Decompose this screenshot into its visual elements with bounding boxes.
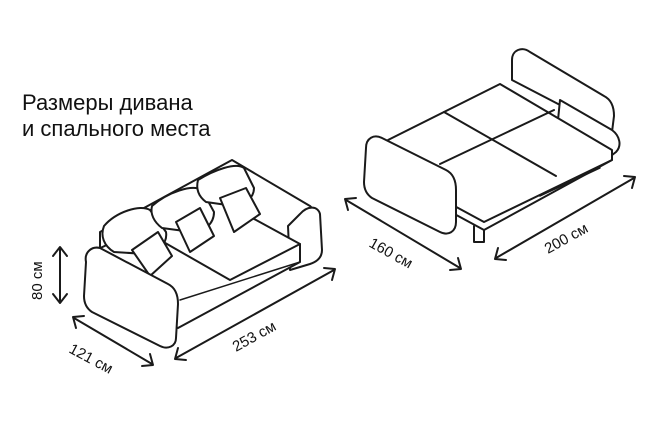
folded-sofa-drawing xyxy=(83,159,323,349)
depth-label: 121 см xyxy=(66,341,115,378)
bed-length-dimension-arrow xyxy=(494,175,636,261)
bed-length-label: 200 см xyxy=(542,220,591,258)
bed-width-label: 160 см xyxy=(366,235,415,273)
depth-dimension-arrow xyxy=(72,315,154,367)
bed-width-dimension-arrow xyxy=(344,197,462,271)
title-line-1: Размеры дивана xyxy=(22,90,193,115)
height-label: 80 см xyxy=(29,261,46,300)
length-dimension-arrow xyxy=(174,267,336,361)
unfolded-sofa-bed-drawing xyxy=(363,48,621,243)
title-line-2: и спального места xyxy=(22,116,211,141)
height-dimension-arrow xyxy=(52,246,68,304)
